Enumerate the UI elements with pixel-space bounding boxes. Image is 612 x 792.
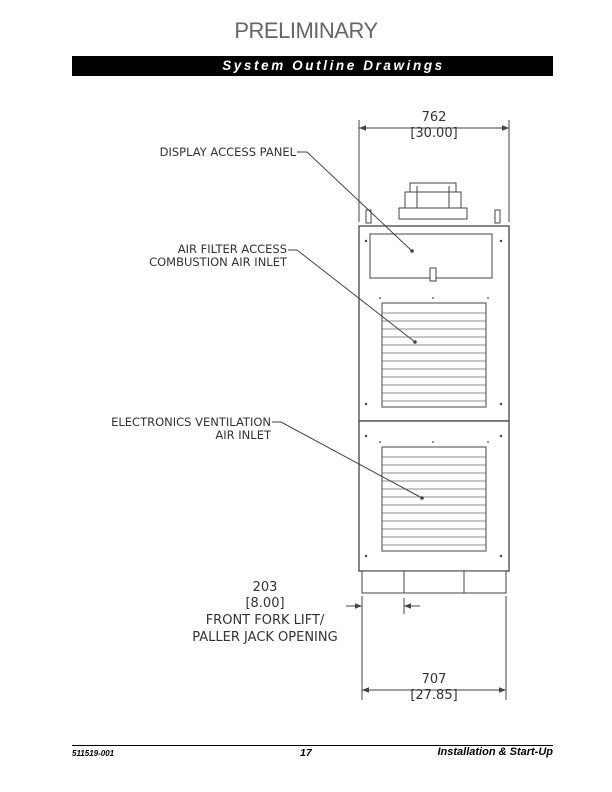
footer-page-number: 17 — [300, 747, 312, 759]
upper-louver — [381, 302, 487, 408]
label-fork-2: PALLER JACK OPENING — [192, 630, 337, 645]
footer-doc-number: 511519-001 — [72, 749, 115, 758]
dim-base-in: [27.85] — [410, 688, 457, 703]
preliminary-watermark: PRELIMINARY — [234, 18, 378, 43]
dim-fork-in: [8.00] — [245, 596, 284, 611]
section-title: System Outline Drawings — [222, 58, 445, 73]
label-air-filter-2: COMBUSTION AIR INLET — [149, 255, 288, 269]
label-air-filter-1: AIR FILTER ACCESS — [178, 242, 287, 256]
leader-air-filter — [288, 249, 416, 343]
upper-louver-slats — [382, 312, 486, 402]
leader-display-panel — [297, 151, 413, 252]
dim-fork-mm: 203 — [253, 580, 278, 595]
label-display-panel: DISPLAY ACCESS PANEL — [160, 145, 297, 159]
cabinet-base — [361, 570, 507, 594]
label-electronics-1: ELECTRONICS VENTILATION — [111, 415, 271, 429]
footer-section: Installation & Start-Up — [437, 746, 553, 758]
label-electronics-2: AIR INLET — [215, 428, 272, 442]
leader-electronics — [272, 421, 423, 499]
flue-flange — [398, 207, 468, 220]
lift-eye-right — [494, 209, 501, 224]
panel-latch — [429, 267, 437, 282]
flue-base — [404, 191, 462, 209]
label-fork-1: FRONT FORK LIFT/ — [206, 613, 325, 628]
footer-rule — [72, 745, 553, 746]
section-title-bar: System Outline Drawings — [72, 56, 553, 76]
dim-overall-in: [30.00] — [410, 126, 457, 141]
lower-louver — [381, 446, 487, 552]
dim-overall-mm: 762 — [422, 110, 447, 125]
dim-base-mm: 707 — [422, 672, 447, 687]
lower-louver-slats — [382, 456, 486, 546]
